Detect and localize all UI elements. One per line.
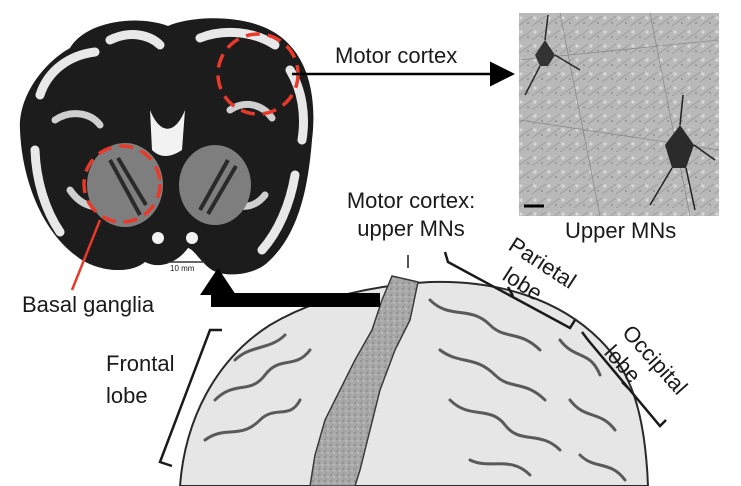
upper-mn-micrograph (518, 12, 720, 217)
coronal-brain-section (19, 18, 314, 275)
neuron-cell-1 (535, 40, 555, 66)
motor-cortex-upper-line2: upper MNs (357, 216, 465, 241)
basal-ganglia-label: Basal ganglia (22, 292, 155, 317)
basal-ganglia-pointer (70, 219, 102, 291)
motor-cortex-upper-line1: Motor cortex: (346, 188, 476, 213)
upper-mns-label: Upper MNs (565, 218, 677, 243)
motor-cortex-label: Motor cortex (335, 43, 458, 68)
motor-strip (309, 275, 419, 486)
parietal-bracket (443, 251, 577, 330)
frontal-lobe-line1: Frontal (106, 351, 175, 376)
neuron-cell-2 (665, 125, 694, 168)
frontal-lobe-line2: lobe (106, 383, 148, 408)
basal-ganglia-highlight (82, 144, 162, 224)
scale-bar-label: 10 mm (170, 264, 195, 273)
frontal-bracket (158, 328, 222, 468)
arrow-to-section (211, 293, 380, 307)
lateral-brain (178, 275, 650, 486)
